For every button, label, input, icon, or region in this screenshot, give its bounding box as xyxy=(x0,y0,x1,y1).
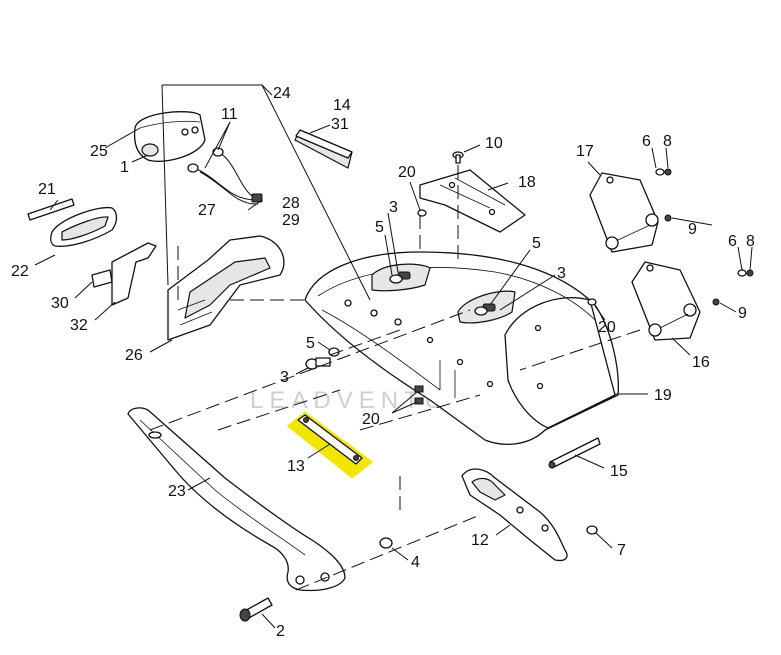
callout-31: 31 xyxy=(331,116,349,133)
washer-6-lower[interactable] xyxy=(737,269,747,277)
callout-20b: 20 xyxy=(598,319,616,336)
tail-lamp-housing-25[interactable] xyxy=(133,111,206,162)
callout-21: 21 xyxy=(38,181,56,198)
callout-24: 24 xyxy=(273,85,291,102)
callout-8a: 8 xyxy=(663,133,672,150)
lamp-bracket-26[interactable] xyxy=(167,235,285,341)
callout-5b: 5 xyxy=(532,235,541,252)
callout-20c: 20 xyxy=(362,411,380,428)
washer-6-upper[interactable] xyxy=(655,168,665,176)
rear-fender[interactable] xyxy=(304,251,619,445)
nut-20-lower[interactable] xyxy=(414,385,424,405)
callout-16: 16 xyxy=(692,354,710,371)
bolt-2[interactable] xyxy=(239,597,273,622)
callout-17: 17 xyxy=(576,143,594,160)
callout-9b: 9 xyxy=(738,305,747,322)
plate-17[interactable] xyxy=(589,172,659,253)
callout-22: 22 xyxy=(11,263,29,280)
wiring-harness-27[interactable] xyxy=(187,147,263,205)
label-30[interactable] xyxy=(91,269,113,288)
lens-22[interactable] xyxy=(50,206,118,247)
callout-11: 11 xyxy=(221,106,238,123)
callout-7: 7 xyxy=(617,542,626,559)
bolt-3-upper-right[interactable] xyxy=(474,303,496,316)
nut-20-right[interactable] xyxy=(587,298,597,306)
callout-5a: 5 xyxy=(375,219,384,236)
alignment-lines xyxy=(149,165,641,591)
leader-lines xyxy=(34,84,753,629)
nut-8-lower[interactable] xyxy=(746,269,754,277)
callout-23: 23 xyxy=(168,483,186,500)
callout-29: 29 xyxy=(282,212,300,229)
bracket-18[interactable] xyxy=(419,169,526,233)
callout-15: 15 xyxy=(610,463,628,480)
callout-5c: 5 xyxy=(306,335,315,352)
callout-14: 14 xyxy=(333,97,351,114)
callout-27: 27 xyxy=(198,202,216,219)
callout-13: 13 xyxy=(287,458,305,475)
spacer-15[interactable] xyxy=(548,437,601,469)
nut-9-lower[interactable] xyxy=(712,298,720,306)
callout-3a: 3 xyxy=(389,199,398,216)
callout-18: 18 xyxy=(518,174,536,191)
callout-26: 26 xyxy=(125,347,143,364)
link-13-highlight[interactable] xyxy=(286,411,374,479)
callout-3b: 3 xyxy=(557,265,566,282)
bracket-32[interactable] xyxy=(111,242,157,306)
nut-7[interactable] xyxy=(586,525,598,535)
washer-4[interactable] xyxy=(379,537,393,549)
screw-10[interactable] xyxy=(452,151,464,164)
callout-6a: 6 xyxy=(642,133,651,150)
callout-20a: 20 xyxy=(398,164,416,181)
callout-25: 25 xyxy=(90,143,108,160)
callout-6b: 6 xyxy=(728,233,737,250)
callout-10: 10 xyxy=(485,135,503,152)
reflector-14[interactable] xyxy=(294,129,353,169)
callout-12: 12 xyxy=(471,532,489,549)
support-23[interactable] xyxy=(127,407,346,592)
nut-20-top[interactable] xyxy=(417,209,427,217)
bolt-3-upper-left[interactable] xyxy=(389,271,411,284)
callout-28: 28 xyxy=(282,195,300,212)
callout-3c: 3 xyxy=(280,369,289,386)
callout-2: 2 xyxy=(276,623,285,640)
plate-16[interactable] xyxy=(631,261,701,341)
callout-19: 19 xyxy=(654,387,672,404)
support-12[interactable] xyxy=(461,468,568,562)
callout-4: 4 xyxy=(411,554,420,571)
callout-9a: 9 xyxy=(688,221,697,238)
callouts: 1 2 3 3 3 4 5 5 5 6 6 7 8 8 9 9 10 11 12… xyxy=(11,85,755,640)
callout-30: 30 xyxy=(51,295,69,312)
callout-8b: 8 xyxy=(746,233,755,250)
callout-32: 32 xyxy=(70,317,88,334)
nut-9-upper[interactable] xyxy=(664,214,672,222)
callout-1: 1 xyxy=(120,159,129,176)
nut-8-upper[interactable] xyxy=(664,168,672,176)
